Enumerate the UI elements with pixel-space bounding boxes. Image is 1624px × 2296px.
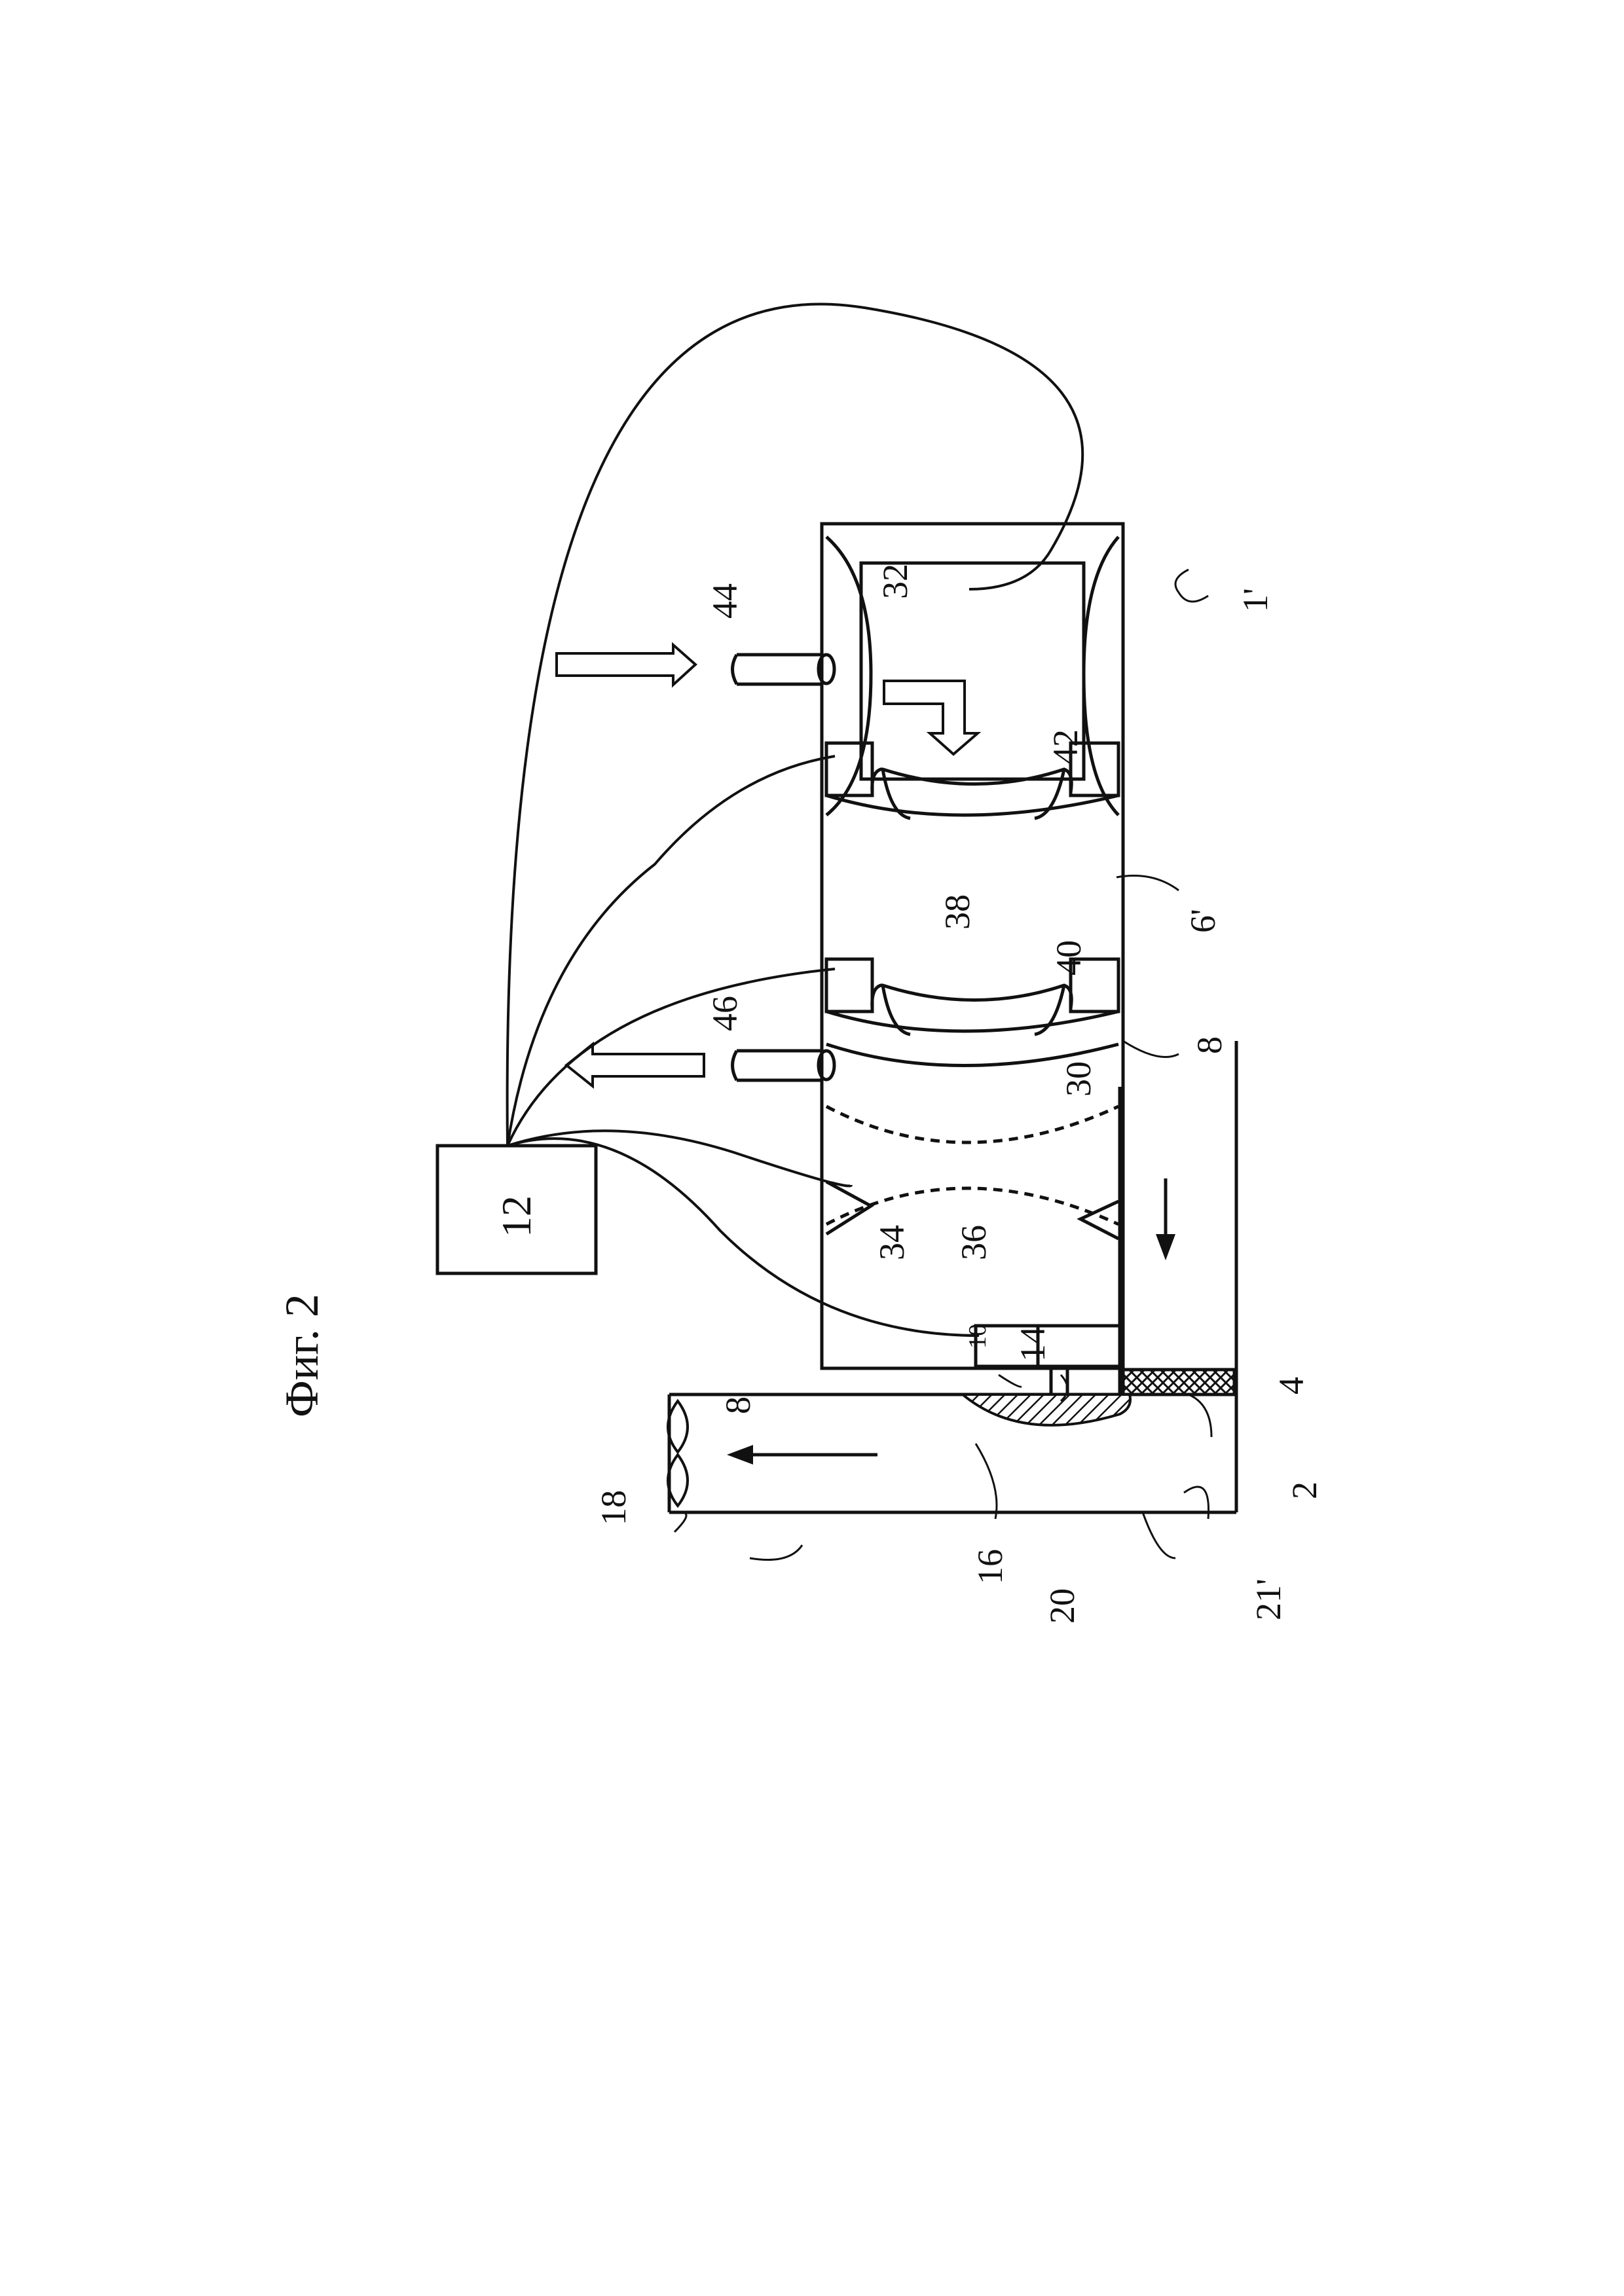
label-32: 32 xyxy=(876,564,915,599)
fan-18-icon xyxy=(667,1394,689,1512)
label-46: 46 xyxy=(705,996,745,1031)
label-8-top: 8 xyxy=(718,1396,758,1414)
pipe-44 xyxy=(731,653,836,686)
flow-arrow-8-bottom xyxy=(1156,1178,1175,1260)
membrane-30 xyxy=(825,1104,1120,1226)
label-42: 42 xyxy=(1046,729,1085,765)
inlet-arrow-icon xyxy=(555,642,697,688)
label-8-bottom: 8 xyxy=(1190,1036,1229,1054)
leader-lines xyxy=(673,568,1213,1561)
label-34: 34 xyxy=(872,1225,912,1260)
component-32 xyxy=(825,536,1120,816)
label-20: 20 xyxy=(1043,1588,1082,1624)
nozzle-34 xyxy=(825,1180,1120,1241)
reference-labels: 2 4 6' 8 8 10 12 14 16 18 20 21' 30 32 3… xyxy=(493,564,1324,1624)
label-21: 21' xyxy=(1249,1578,1288,1620)
duct xyxy=(1118,1041,1238,1512)
bent-flow-arrow-icon xyxy=(883,680,982,756)
cables xyxy=(506,302,1084,1337)
label-16: 16 xyxy=(970,1549,1010,1584)
label-44: 44 xyxy=(705,583,745,619)
seal-16 xyxy=(959,1393,1132,1427)
figure-caption: Фиг. 2 xyxy=(276,1294,328,1417)
label-4: 4 xyxy=(1272,1377,1311,1394)
housing-6 xyxy=(820,522,1125,1370)
label-40: 40 xyxy=(1049,940,1088,975)
label-36: 36 xyxy=(954,1225,993,1260)
label-14: 14 xyxy=(1013,1326,1052,1362)
label-1: 1' xyxy=(1236,588,1275,612)
label-10: 10 xyxy=(964,1324,991,1349)
disc-42 xyxy=(824,741,1120,820)
chamber-arc xyxy=(826,1042,1119,1067)
control-unit-12 xyxy=(435,1144,598,1275)
label-38: 38 xyxy=(938,894,977,930)
filter-4 xyxy=(1121,1368,1236,1396)
label-12: 12 xyxy=(493,1195,540,1237)
label-6: 6' xyxy=(1183,909,1223,933)
outlet-arrow-icon xyxy=(564,1041,705,1089)
label-30: 30 xyxy=(1059,1061,1098,1097)
flow-arrow-8-top xyxy=(727,1445,877,1465)
disc-40 xyxy=(824,957,1120,1036)
label-18: 18 xyxy=(594,1490,633,1525)
label-2: 2 xyxy=(1285,1482,1324,1499)
pipe-46 xyxy=(731,1049,836,1082)
